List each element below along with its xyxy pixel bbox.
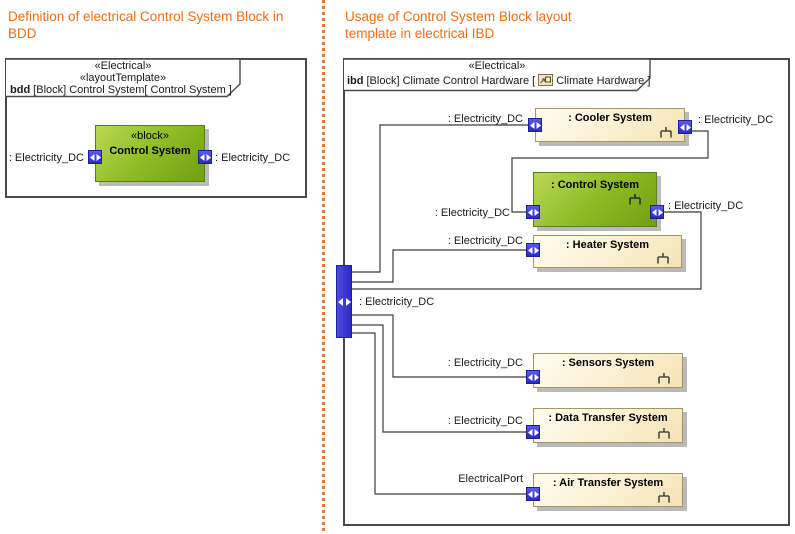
boundary-port-electricity-dc[interactable] [336,265,352,338]
ibd-heading-kind: ibd [347,75,364,87]
control-right-port-label[interactable]: : Electricity_DC [668,200,744,212]
connector-bar-to-data-transfer[interactable] [352,324,527,433]
part-title: : Sensors System [561,357,655,369]
bidirectional-arrows-icon [527,428,539,436]
bdd-stereotype-layout-template: «layoutTemplate» [79,72,167,84]
control-left-port-label[interactable]: : Electricity_DC [434,207,510,219]
air-transfer-left-port-label[interactable]: ElectricalPort [458,473,523,485]
connector-bar-to-cooler[interactable] [352,124,528,273]
bidirectional-arrows-icon [337,297,351,306]
port-cooler-right[interactable] [678,120,692,134]
heater-left-port-label[interactable]: : Electricity_DC [447,235,523,247]
bdd-stereotype-electrical: «Electrical» [94,60,152,72]
data-transfer-left-port-label[interactable]: : Electricity_DC [447,415,523,427]
bdd-heading: bdd[Block] Control System[ Control Syste… [10,84,232,96]
bidirectional-arrows-icon [527,373,539,381]
part-title: : Cooler System [568,112,652,124]
port-data-transfer-left[interactable] [526,425,540,439]
port-sensors-left[interactable] [526,370,540,384]
bdd-port-left[interactable] [88,150,102,164]
bdd-port-right[interactable] [198,150,212,164]
part-title: : Data Transfer System [548,412,668,424]
port-cooler-left[interactable] [528,118,542,132]
connector-cooler-to-control-left[interactable] [511,130,709,213]
structure-icon [658,373,670,384]
part-control-system[interactable]: : Control System [533,172,657,227]
port-air-transfer-left[interactable] [526,487,540,501]
right-title: Usage of Control System Block layout tem… [345,9,572,41]
boundary-port-label[interactable]: : Electricity_DC [359,296,435,308]
block-control-system[interactable]: «block» Control System [95,125,205,182]
ibd-heading-post: Climate Hardware ] [556,75,651,87]
ibd-heading: ibd[Block] Climate Control Hardware [ Cli… [347,74,650,87]
bidirectional-arrows-icon [527,208,539,216]
part-data-transfer-system[interactable]: : Data Transfer System [533,408,683,443]
ibd-heading-pre: [Block] Climate Control Hardware [ [366,75,536,87]
structure-icon [660,127,672,138]
bdd-heading-rest: [Block] Control System[ Control System ] [33,84,232,96]
cooler-left-port-label[interactable]: : Electricity_DC [447,113,523,125]
block-title: Control System [109,145,191,157]
ibd-stereotype-electrical: «Electrical» [468,60,526,72]
structure-icon [629,194,641,205]
left-title: Definition of electrical Control System … [8,9,284,41]
ibd-header-shape [344,58,651,92]
connector-bar-to-heater[interactable] [352,249,527,283]
sensors-left-port-label[interactable]: : Electricity_DC [447,357,523,369]
bdd-heading-kind: bdd [10,84,31,96]
bidirectional-arrows-icon [527,246,539,254]
connector-bar-to-air-transfer[interactable] [352,332,527,495]
bdd-header-shape [6,58,241,98]
part-air-transfer-system[interactable]: : Air Transfer System [533,473,683,507]
port-control-left[interactable] [526,205,540,219]
part-title: : Air Transfer System [552,477,664,489]
bidirectional-arrows-icon [199,153,211,161]
connector-bar-to-sensors[interactable] [352,314,527,378]
port-heater-left[interactable] [526,243,540,257]
part-sensors-system[interactable]: : Sensors System [533,353,683,388]
bidirectional-arrows-icon [679,123,691,131]
bdd-right-port-label[interactable]: : Electricity_DC [215,152,291,164]
structure-icon [658,428,670,439]
connector-bar-to-control-right[interactable] [352,211,702,290]
diagram-icon [538,74,554,86]
bidirectional-arrows-icon [651,208,663,216]
port-control-right[interactable] [650,205,664,219]
bidirectional-arrows-icon [89,153,101,161]
bdd-left-port-label[interactable]: : Electricity_DC [8,152,84,164]
part-title: : Control System [550,179,639,191]
structure-icon [658,492,670,503]
part-cooler-system[interactable]: : Cooler System [535,108,685,142]
structure-icon [657,253,669,264]
bidirectional-arrows-icon [529,121,541,129]
bidirectional-arrows-icon [527,490,539,498]
part-title: : Heater System [565,239,650,251]
part-heater-system[interactable]: : Heater System [533,235,682,268]
cooler-right-port-label[interactable]: : Electricity_DC [698,114,774,126]
block-stereotype: «block» [131,130,169,142]
divider-dotted-line [322,0,325,534]
